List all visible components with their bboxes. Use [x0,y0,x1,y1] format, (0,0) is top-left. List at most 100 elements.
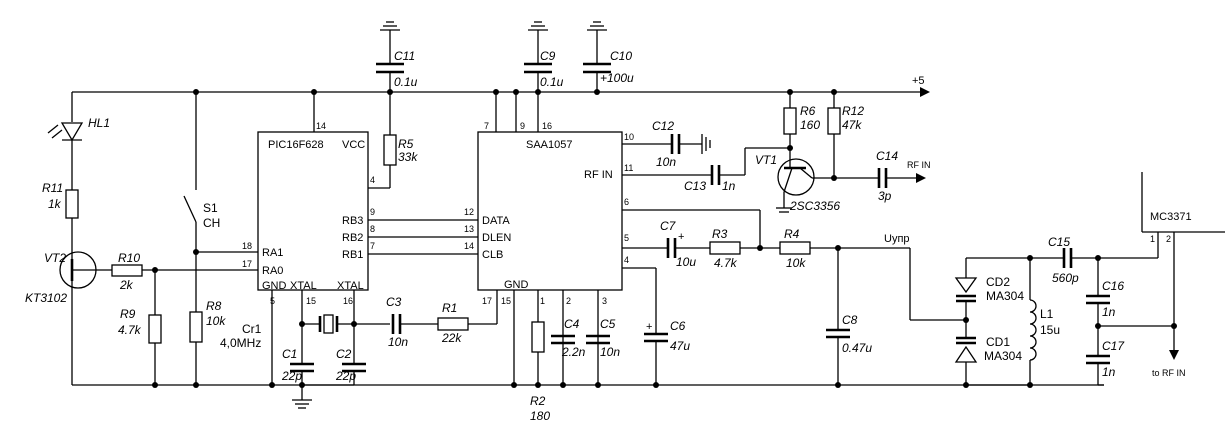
pin-num: 15 [306,296,316,306]
saa-dlen: DLEN [482,232,511,244]
value-l1: 15u [1040,323,1060,337]
value-c5: 10n [600,345,620,359]
label-c16: C16 [1102,279,1124,293]
inductor-l1: L1 15u [1029,258,1060,385]
pin-num: 17 [482,296,492,306]
pin-num: 7 [370,241,375,251]
value-r2: 180 [530,409,550,423]
saa-name: SAA1057 [526,139,572,151]
pin-num: 16 [542,121,552,131]
pin-num: 10 [624,132,634,142]
chip-pic16f628: PIC16F628 VCC RA1 RA0 GND XTAL XTAL RB3 … [242,121,375,306]
capacitor-c2: C2 22p [335,324,366,385]
label-c15: C15 [1048,235,1070,249]
capacitor-c12: C12 10n [622,119,711,169]
label-l1: L1 [1040,307,1054,321]
resistor-r6: R6 160 [800,104,820,132]
varicap-network [909,248,1033,388]
label-r10: R10 [118,251,140,265]
label-c12: C12 [652,119,674,133]
pin-num: 7 [484,121,489,131]
capacitor-c3: C3 10n [386,295,438,349]
label-r11: R11 [42,181,63,195]
label-r3: R3 [712,227,728,241]
mc-pin1: 1 [1150,234,1155,244]
capacitor-c10: C10 +100u [583,21,634,95]
pin-num: 3 [602,296,607,306]
label-c3: C3 [386,295,402,309]
pin-num: 5 [624,233,629,243]
pic-xtal1: XTAL [290,280,317,292]
capacitor-c8: C8 0.47u [826,248,872,388]
mc-to-rf-in: to RF IN [1152,368,1186,378]
label-c14: C14 [876,149,898,163]
pic-rb2: RB2 [342,232,363,244]
pin-num: 4 [624,255,629,265]
led-hl1: HL1 [47,92,110,190]
pic-rb3: RB3 [342,215,363,227]
resistor-r8: R8 10k [189,249,258,388]
value-r1: 22k [441,331,462,345]
transistor-vt2: VT2 KT3102 [25,251,112,385]
chip-saa1057: SAA1057 DATA DLEN CLB RF IN GND 7 9 16 1… [464,121,634,306]
pin-num: 2 [566,296,571,306]
label-c8: C8 [842,313,858,327]
value-c4: 2.2n [561,345,586,359]
label-cd2: CD2 [986,275,1010,289]
capacitor-c11: C11 0.1u [376,21,418,95]
value-c12: 10n [656,155,676,169]
crystal-cr1: Cr1 4,0MHz [220,290,390,350]
label-r1: R1 [442,301,457,315]
resistor-r9: R9 4.7k [118,270,162,388]
varicap-cd2: CD2 MA304 [954,258,1024,320]
capacitor-c14: C14 3p RF IN [850,149,931,203]
value-r4: 10k [786,256,806,270]
rail-label: +5 [912,75,925,87]
pin-num: 12 [464,207,474,217]
label-c4: C4 [564,317,580,331]
label-r5: R5 [398,137,414,151]
value-cr1: 4,0MHz [220,336,261,350]
pin-num: 11 [624,163,633,173]
varicap-cd1: CD1 MA304 [954,320,1022,385]
label-r4: R4 [784,227,800,241]
value-c2: 22p [335,369,356,383]
value-r8: 10k [206,314,226,328]
vcc-rail: +5 [72,75,930,97]
label-c13: C13 [684,179,706,193]
label-s1-ch: CH [203,216,220,230]
pin-num: 14 [464,241,474,251]
capacitor-c5: C5 10n [586,317,620,359]
pin-num: 4 [370,175,375,185]
capacitor-c9: C9 0.1u [524,21,564,92]
label-rf-in: RF IN [907,160,931,170]
pin-num: 9 [520,121,525,131]
pic-rb1: RB1 [342,249,363,261]
label-c9: C9 [540,49,556,63]
label-c1: C1 [282,347,297,361]
type-cd1: MA304 [984,349,1022,363]
value-c9: 0.1u [540,75,564,89]
label-vt1: VT1 [755,153,777,167]
capacitor-c16: C16 1n [1086,258,1177,340]
type-vt2: KT3102 [25,291,67,305]
svg-text:+: + [678,231,684,243]
saa-rfin: RF IN [584,169,613,181]
label-r9: R9 [120,307,136,321]
saa-clb: CLB [482,249,503,261]
label-uynp: Uупр [884,233,910,245]
switch-s1: S1 CH [183,89,220,252]
resistor-r1: R1 22k [437,290,498,345]
pin-num: 9 [370,207,375,217]
label-r2: R2 [530,394,546,408]
label-r12: R12 [842,104,864,118]
value-r11: 1k [48,197,62,211]
resistor-r10: R10 2k [111,251,258,292]
pic-wiring [269,89,478,388]
capacitor-c4: C4 2.2n [551,317,586,359]
pin-num: 8 [370,224,375,234]
pic-gnd: GND [262,280,287,292]
type-vt1: 2SC3356 [789,199,840,213]
capacitor-c15: C15 560p [1030,235,1158,285]
